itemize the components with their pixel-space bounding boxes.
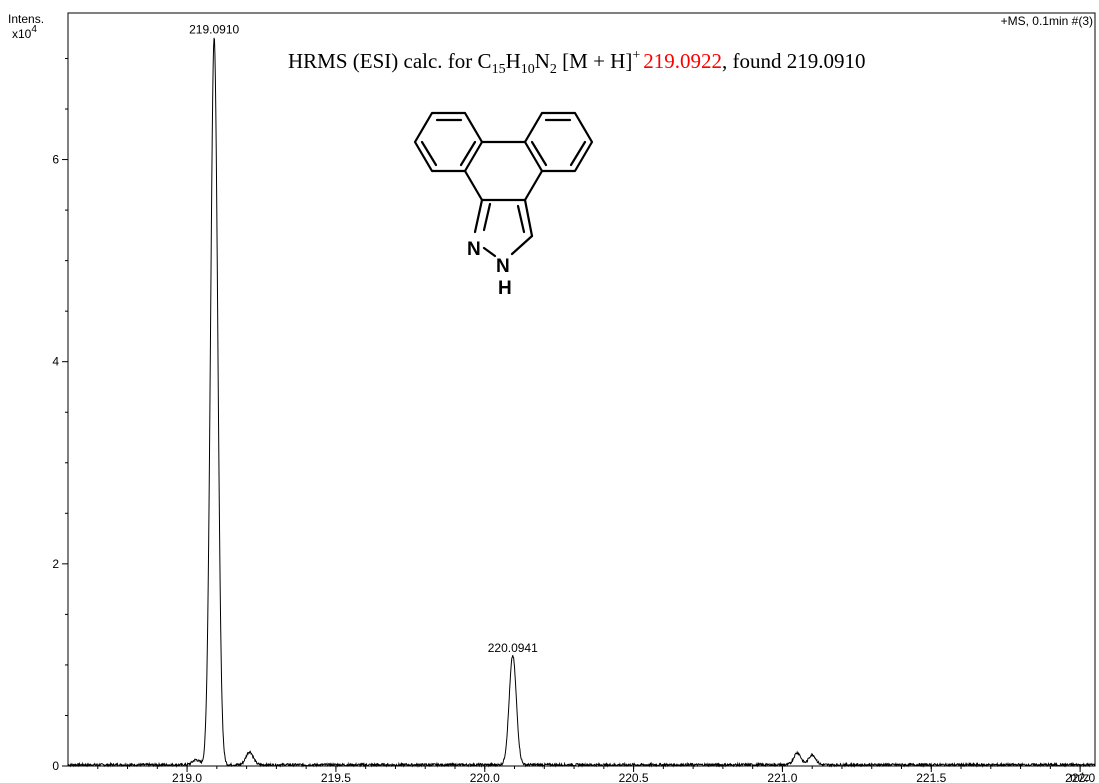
hrms-sub-c: 15 [492, 62, 506, 77]
pyrazole-ch-c [523, 198, 534, 238]
peak-point [512, 656, 514, 658]
right-benzene-ring [523, 111, 594, 173]
peak-point [249, 752, 251, 754]
hrms-ion: [M + H] [557, 49, 632, 73]
spectrum-trace [67, 37, 1096, 768]
hrms-sub-n: 2 [550, 62, 557, 77]
chemical-structure [413, 111, 594, 258]
right-ring-double-3 [530, 140, 548, 167]
atom-n-amine: N [496, 256, 510, 277]
peak-point [811, 755, 813, 757]
peak-label-layer: 219.0910 220.0941 [189, 22, 538, 655]
x-tick-label: 221.0 [767, 771, 797, 783]
pyrazole-c-n-double-b [482, 202, 492, 232]
spectrum-info: +MS, 0.1min #(3) [1001, 14, 1093, 28]
hrms-sup: + [632, 48, 640, 63]
right-ring-double-2 [569, 140, 587, 167]
peak-point [796, 753, 798, 755]
central-bond-left [463, 169, 484, 202]
y-tick-label: 2 [52, 557, 59, 571]
hrms-calc-value: 219.0922 [643, 49, 722, 73]
peak-label: 219.0910 [189, 22, 239, 36]
central-bond-right [523, 169, 544, 202]
x-tick-label: 221.5 [916, 771, 946, 783]
left-ring-double-3 [420, 140, 438, 167]
x-tick-label: 219.5 [321, 771, 351, 783]
x-axis-unit: m/z [1070, 770, 1089, 783]
peak-label: 220.0941 [488, 641, 538, 655]
hrms-h: H [506, 49, 521, 73]
atom-n-imine: N [467, 239, 481, 260]
left-benzene-ring [413, 111, 484, 173]
hrms-prefix: HRMS (ESI) calc. for C [288, 49, 492, 73]
x-tick-label: 219.0 [172, 771, 202, 783]
peak-point [213, 37, 215, 39]
x-tick-label: 222.0 [1065, 771, 1095, 783]
y-multiplier-exponent: 4 [31, 24, 37, 35]
pyrazole-c-n-double-a [473, 198, 484, 234]
peak-point [195, 760, 197, 762]
y-multiplier-base: x10 [12, 27, 32, 41]
hrms-annotation: HRMS (ESI) calc. for C15H10N2 [M + H]+21… [288, 48, 865, 77]
y-tick-label: 4 [52, 355, 59, 369]
x-tick-label: 220.0 [470, 771, 500, 783]
axis-layer: 219.0 219.5 220.0 220.5 221.0 221.5 222.0 0 2 4 6 [52, 57, 1095, 783]
trace-layer [67, 37, 1096, 768]
pyrazole-double-inner [516, 204, 526, 234]
pyrazole-n-ch [510, 234, 534, 256]
x-tick-label: 220.5 [619, 771, 649, 783]
pyrazole-n-n [482, 246, 497, 258]
hrms-n: N [535, 49, 550, 73]
y-axis-multiplier: x104 [12, 24, 37, 41]
y-tick-label: 6 [52, 153, 59, 167]
hrms-found: , found 219.0910 [722, 49, 866, 73]
left-ring-double-2 [459, 140, 477, 167]
y-axis-label: Intens. [8, 12, 44, 26]
atom-h: H [498, 278, 512, 299]
hrms-sub-h: 10 [521, 62, 535, 77]
y-tick-label: 0 [52, 759, 59, 773]
